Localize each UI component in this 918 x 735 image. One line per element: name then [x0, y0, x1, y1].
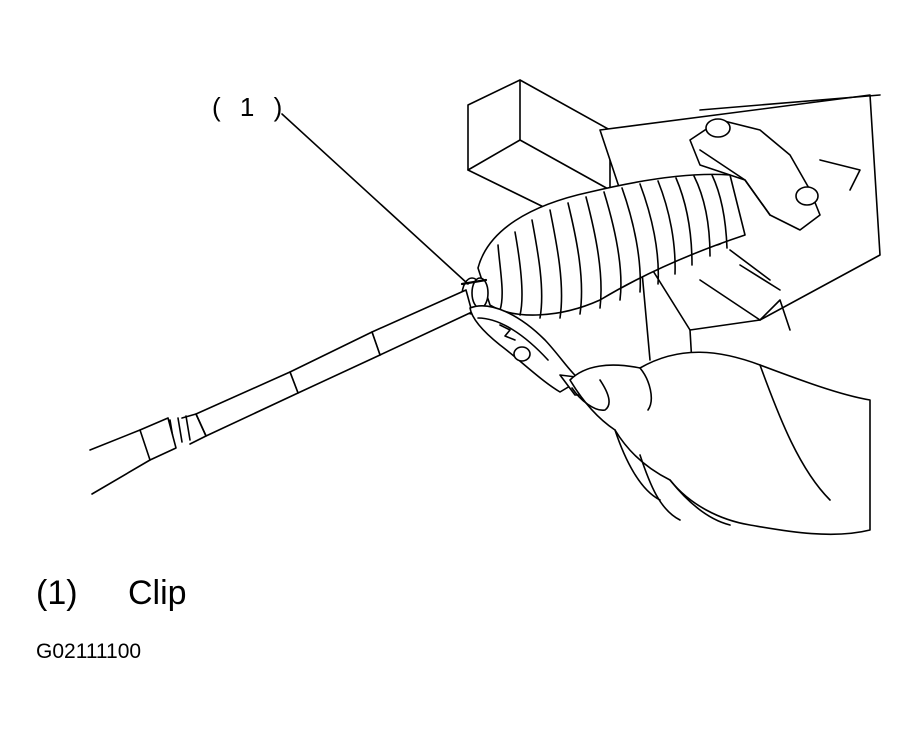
- figure-code: G02111100: [36, 640, 142, 663]
- legend-item: (1) Clip: [36, 574, 187, 613]
- callout-leader-line: [281, 113, 469, 285]
- rubber-boot: [477, 173, 746, 319]
- legend-number: (1): [36, 574, 78, 612]
- tie-rod: [89, 289, 473, 495]
- hand: [569, 351, 871, 536]
- steering-rack-boot-illustration: [89, 79, 881, 536]
- legend-text: Clip: [128, 574, 187, 612]
- callout-label: ( 1 ): [212, 92, 289, 122]
